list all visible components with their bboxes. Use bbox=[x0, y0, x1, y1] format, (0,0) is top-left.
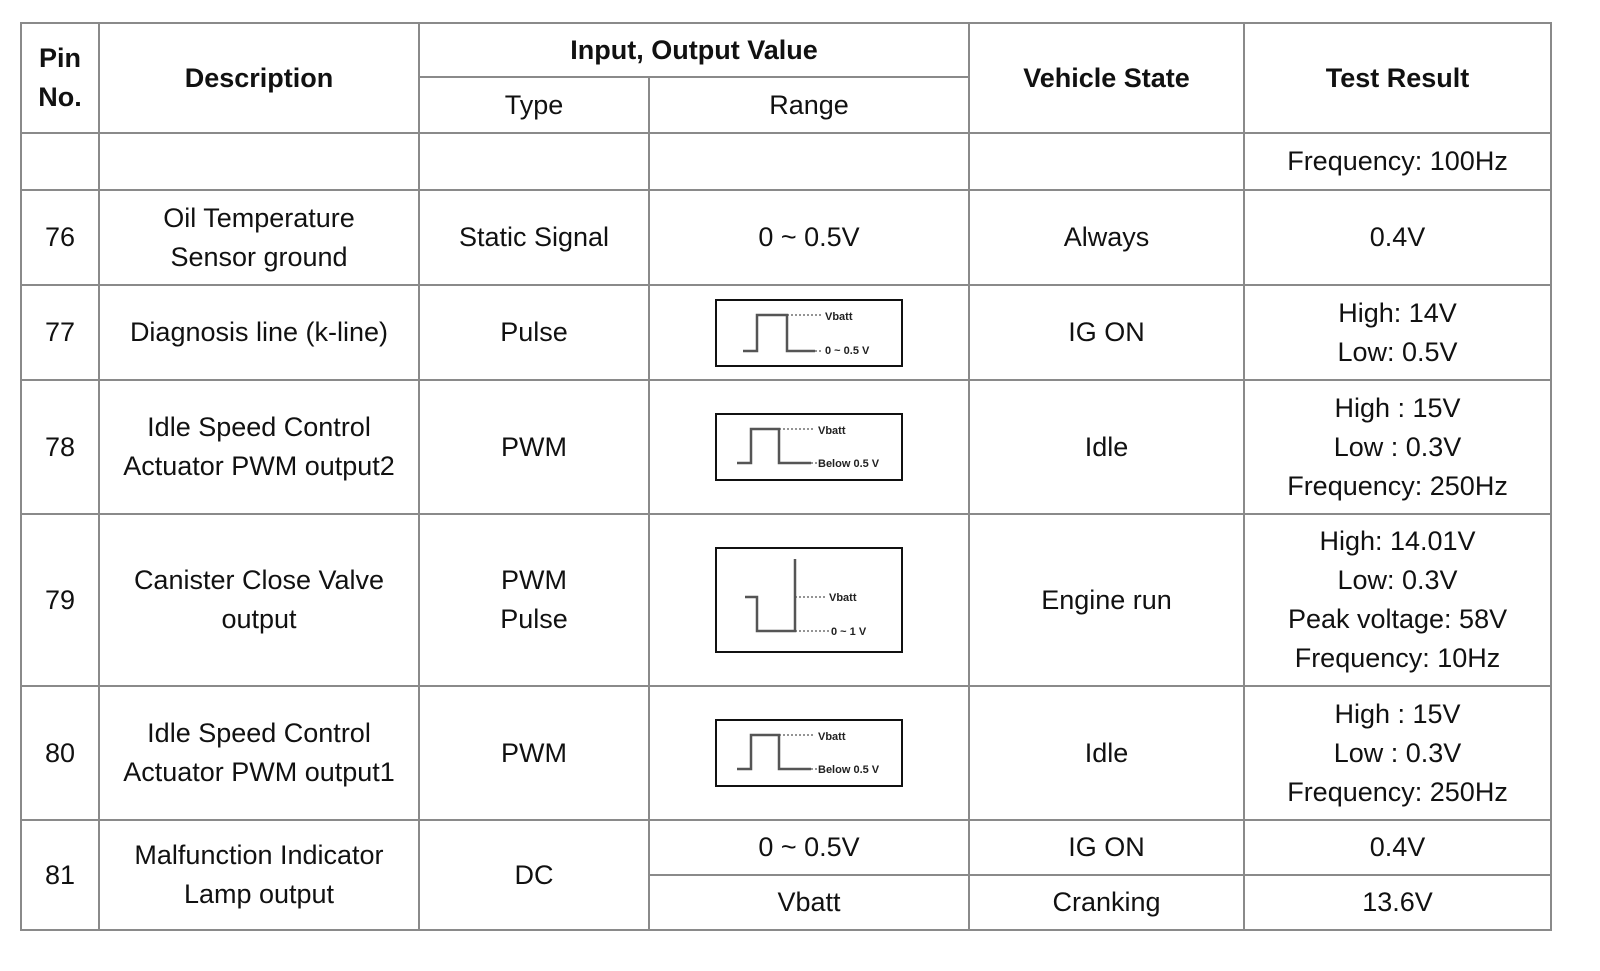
pwm-waveform-diagram: Vbatt Below 0.5 V bbox=[715, 719, 903, 787]
range-cell: 0 ~ 0.5V bbox=[647, 819, 971, 876]
range-cell: 0 ~ 0.5V bbox=[647, 189, 971, 286]
waveform-bottom-label: 0 ~ 0.5 V bbox=[825, 345, 870, 357]
pin-cell bbox=[20, 132, 100, 191]
state-cell: Idle bbox=[968, 685, 1246, 821]
pin-cell: 79 bbox=[20, 513, 100, 687]
type-cell: PWM bbox=[418, 379, 650, 515]
state-cell: Idle bbox=[968, 379, 1246, 515]
table-row: Frequency: 100Hz bbox=[20, 132, 1553, 191]
state-cell: IG ON bbox=[968, 284, 1246, 381]
pin-cell: 81 bbox=[20, 819, 100, 931]
range-cell: Vbatt 0 ~ 0.5 V bbox=[647, 284, 971, 381]
pwm-waveform-diagram: Vbatt Below 0.5 V bbox=[715, 413, 903, 481]
type-cell bbox=[418, 132, 650, 191]
type-cell: Pulse bbox=[418, 284, 650, 381]
type-cell: DC bbox=[418, 819, 650, 931]
state-cell: IG ON bbox=[968, 819, 1246, 876]
header-test-result: Test Result bbox=[1243, 22, 1553, 134]
range-cell: Vbatt Below 0.5 V bbox=[647, 379, 971, 515]
waveform-bottom-label: 0 ~ 1 V bbox=[831, 626, 867, 638]
pin-cell: 76 bbox=[20, 189, 100, 286]
range-cell: Vbatt 0 ~ 1 V bbox=[647, 513, 971, 687]
waveform-top-label: Vbatt bbox=[825, 311, 853, 323]
result-cell: 0.4V bbox=[1243, 189, 1553, 286]
type-cell: Static Signal bbox=[418, 189, 650, 286]
result-cell: Frequency: 100Hz bbox=[1243, 132, 1553, 191]
range-cell: Vbatt Below 0.5 V bbox=[647, 685, 971, 821]
pin-cell: 77 bbox=[20, 284, 100, 381]
result-cell: 13.6V bbox=[1243, 874, 1553, 931]
waveform-top-label: Vbatt bbox=[818, 425, 846, 437]
header-description: Description bbox=[98, 22, 420, 134]
waveform-top-label: Vbatt bbox=[818, 731, 846, 743]
header-range: Range bbox=[647, 76, 971, 134]
pulse-waveform-diagram: Vbatt 0 ~ 0.5 V bbox=[715, 298, 903, 367]
waveform-bottom-label: Below 0.5 V bbox=[818, 458, 880, 470]
pin-cell: 78 bbox=[20, 379, 100, 515]
range-cell bbox=[647, 132, 971, 191]
header-vehicle-state: Vehicle State bbox=[968, 22, 1246, 134]
table-row: 77 Diagnosis line (k-line) Pulse Vbatt 0… bbox=[20, 284, 1553, 381]
state-cell: Always bbox=[968, 189, 1246, 286]
table-row: Vbatt Cranking 13.6V bbox=[21, 874, 1553, 931]
state-cell: Cranking bbox=[968, 874, 1246, 931]
description-cell bbox=[98, 132, 420, 191]
valve-waveform-diagram: Vbatt 0 ~ 1 V bbox=[715, 547, 903, 653]
pin-cell: 80 bbox=[20, 685, 100, 821]
range-cell: Vbatt bbox=[647, 874, 971, 931]
description-cell: Diagnosis line (k-line) bbox=[98, 284, 420, 381]
waveform-top-label: Vbatt bbox=[829, 592, 857, 604]
header-io-value: Input, Output Value bbox=[417, 22, 971, 78]
type-cell: PWM bbox=[418, 685, 650, 821]
state-cell: Engine run bbox=[968, 513, 1246, 687]
state-cell bbox=[968, 132, 1246, 191]
header-type: Type bbox=[418, 76, 650, 134]
waveform-bottom-label: Below 0.5 V bbox=[818, 764, 880, 776]
result-cell: 0.4V bbox=[1243, 819, 1553, 876]
